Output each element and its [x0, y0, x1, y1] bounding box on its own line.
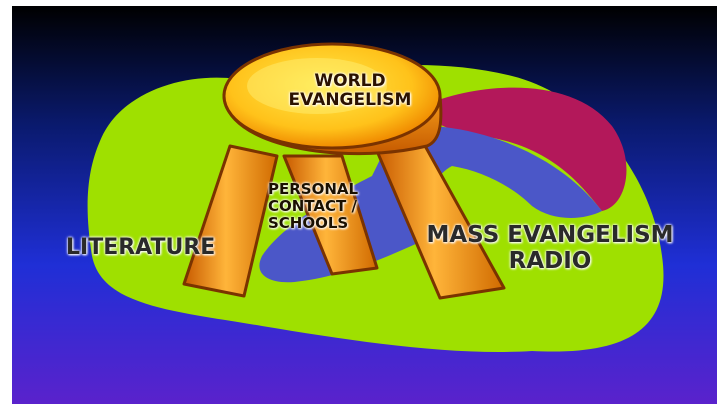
stool-seat-top [222, 42, 442, 150]
stool-illustration [87, 42, 664, 352]
label-world-evangelism: WORLD EVANGELISM [280, 71, 420, 111]
seat-label-line-2: EVANGELISM [288, 90, 412, 111]
middle-leg-label-line-1: PERSONAL [268, 180, 359, 198]
magenta-swirl-shape [422, 87, 627, 211]
middle-leg-label-line-3: SCHOOLS [268, 213, 349, 232]
right-leg-label-line-1: MASS EVANGELISM [426, 222, 674, 248]
slide-background: WORLD EVANGELISM PERSONAL CONTACT / SCHO… [12, 6, 717, 404]
right-leg-label-line-2: RADIO [508, 247, 592, 274]
label-literature: LITERATURE [66, 235, 216, 260]
stool-left-leg [182, 144, 279, 298]
middle-leg-label-line-2: CONTACT / [268, 196, 357, 215]
seat-label-line-1: WORLD [314, 71, 386, 91]
stool-middle-leg [282, 154, 379, 276]
label-mass-evangelism-radio: MASS EVANGELISM RADIO [400, 222, 700, 275]
label-personal-contact-schools: PERSONAL CONTACT / SCHOOLS [268, 181, 408, 231]
